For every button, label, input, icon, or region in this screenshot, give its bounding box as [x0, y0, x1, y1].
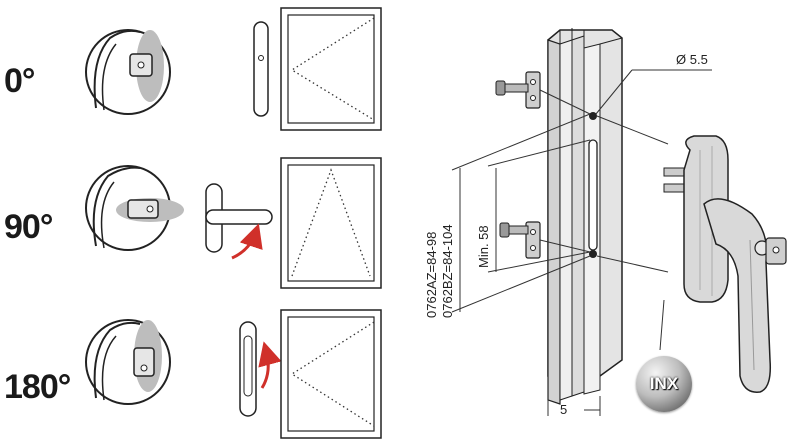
min-spacing-label: Min. 58 [476, 225, 491, 268]
window-icon-tilt [280, 309, 382, 439]
angle-label-180: 180° [4, 368, 71, 406]
key-detail-180 [85, 319, 171, 405]
window-profile [547, 28, 623, 405]
brand-logo-text: INX [649, 374, 679, 393]
window-icon-locked [280, 7, 382, 131]
range-bz-label: 0762BZ=84-104 [440, 224, 455, 318]
key-detail-0 [85, 29, 171, 115]
handle-icon-0 [253, 21, 269, 117]
brand-logo: INX [636, 356, 692, 412]
offset-label: 5 [560, 402, 567, 417]
range-az-label: 0762AZ=84-98 [424, 232, 439, 318]
hole-diameter-label: Ø 5.5 [676, 52, 708, 67]
key-detail-90 [85, 165, 184, 251]
leader-lines [451, 69, 712, 416]
screw-bottom [499, 221, 541, 259]
angle-label-0: 0° [4, 62, 36, 100]
handle-icon-180 [239, 321, 282, 417]
angle-label-90: 90° [4, 208, 53, 246]
screw-top [495, 71, 541, 109]
handle-icon-90 [205, 183, 273, 260]
handle-assembly [659, 135, 787, 393]
window-icon-open [280, 157, 382, 289]
